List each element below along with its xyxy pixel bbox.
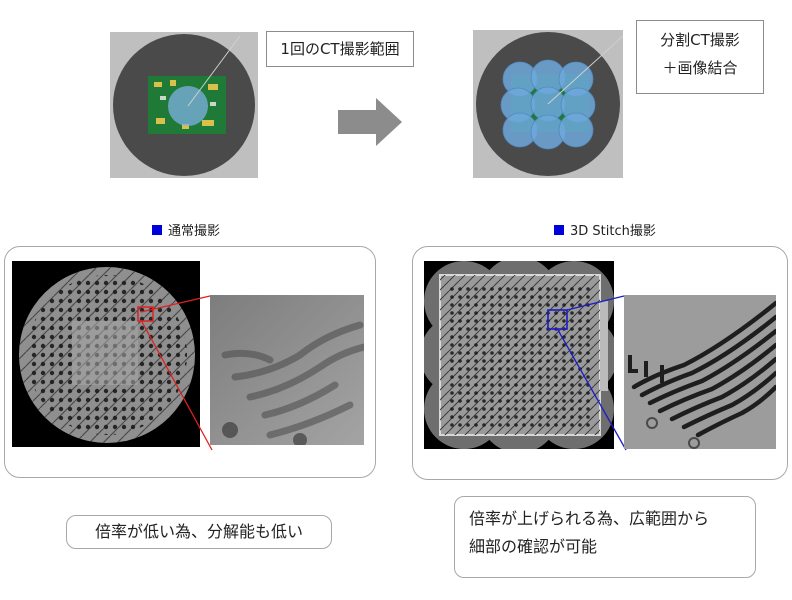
normal-scan-note: 倍率が低い為、分解能も低い <box>66 515 332 549</box>
stitch-scan-note: 倍率が上げられる為、広範囲から 細部の確認が可能 <box>454 496 756 578</box>
stitch-section-heading-text: 3D Stitch撮影 <box>570 224 656 239</box>
single-scan-range-text: 1回のCT撮影範囲 <box>280 40 400 58</box>
square-marker-icon <box>152 224 162 235</box>
single-scan-figure <box>110 32 258 178</box>
stitch-ct-slice <box>424 261 614 449</box>
single-scan-range-label: 1回のCT撮影範囲 <box>266 31 414 67</box>
normal-section-heading: 通常撮影 <box>152 220 220 239</box>
stitch-section-heading: 3D Stitch撮影 <box>554 220 656 239</box>
single-scan-illustration <box>113 34 255 176</box>
stitch-scan-illustration <box>476 32 623 176</box>
stitch-scan-note-line2: 細部の確認が可能 <box>469 537 598 556</box>
normal-ct-slice <box>12 261 200 447</box>
stitch-scan-label-line2: ＋画像結合 <box>662 59 738 77</box>
right-arrow-icon <box>338 98 402 146</box>
stitch-scan-note-line1: 倍率が上げられる為、広範囲から <box>469 509 710 528</box>
normal-section-heading-text: 通常撮影 <box>168 224 221 239</box>
stitch-scan-figure <box>473 30 623 178</box>
square-marker-icon <box>554 224 564 235</box>
stitch-scan-label: 分割CT撮影 ＋画像結合 <box>636 20 764 94</box>
stitch-scan-label-line1: 分割CT撮影 <box>660 31 740 49</box>
normal-zoom-image <box>210 295 364 445</box>
stitch-zoom-image <box>624 295 776 449</box>
normal-scan-note-text: 倍率が低い為、分解能も低い <box>94 522 303 541</box>
